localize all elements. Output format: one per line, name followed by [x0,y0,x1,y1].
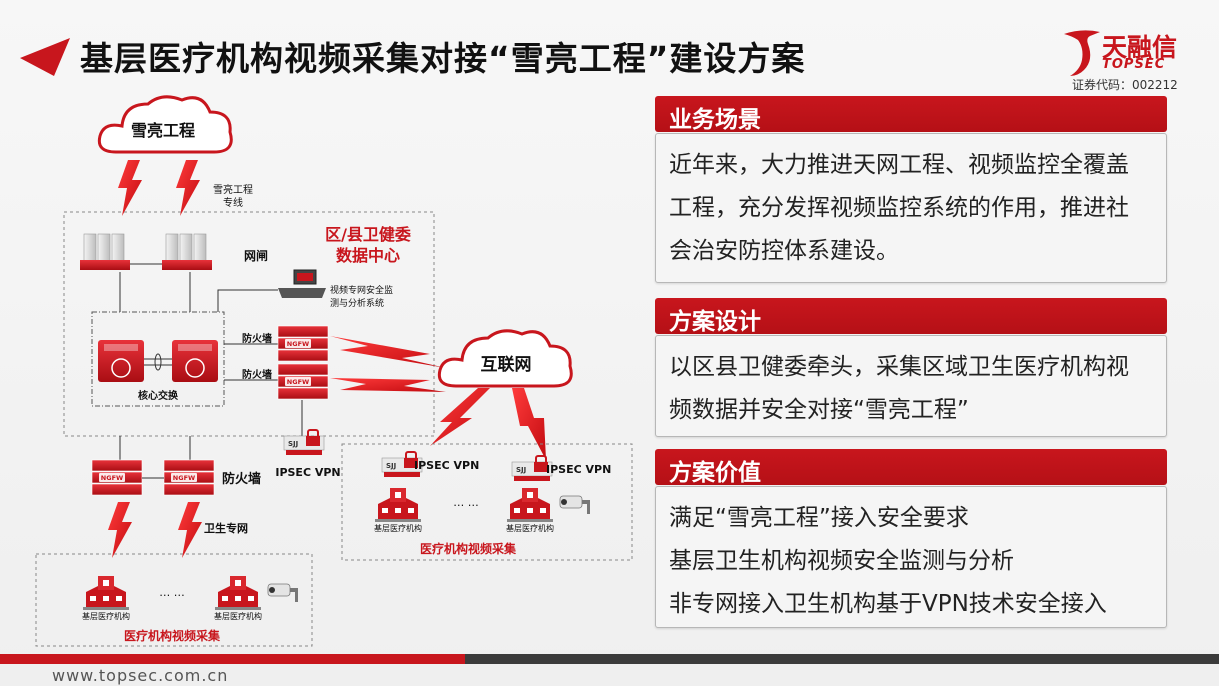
firewall-icon [163,459,215,496]
hospital-building-icon [83,576,129,610]
dedicated-line-label: 专线 [223,196,243,209]
firewall-b-label: 防火墙 [242,368,272,381]
firewall-icon [277,325,329,362]
sjj-label: SJJ [288,440,298,448]
cloud-internet: 互联网 [437,329,573,388]
sjj-label: SJJ [516,466,526,474]
firewall-icon [91,459,143,496]
local-facilities-boundary [35,553,313,647]
internet-label: 互联网 [481,355,532,375]
monitor-system-label: 测与分析系统 [330,297,384,309]
footer-bar-red [0,654,465,664]
video-collection-left-label: 医疗机构视频采集 [124,628,221,643]
section-line: 频数据并安全对接“雪亮工程” [669,397,969,423]
footer-url: www.topsec.com.cn [52,666,229,685]
facility-label: 基层医疗机构 [374,523,422,533]
lightning-bolt-icon [330,378,446,392]
cloud-xueliang: 雪亮工程 [97,95,233,154]
lightning-bolt-icon [178,502,202,558]
section-line: 非专网接入卫生机构基于VPN技术安全接入 [669,591,1107,617]
section-line: 以区县卫健委牵头，采集区域卫生医疗机构视 [669,354,1129,380]
section-body-scenario: 近年来，大力推进天网工程、视频监控全覆盖 工程，充分发挥视频监控系统的作用，推进… [655,133,1167,283]
page-title: 基层医疗机构视频采集对接“雪亮工程”建设方案 [80,39,806,78]
section-line: 工程，充分发挥视频监控系统的作用，推进社 [669,195,1129,221]
facility-label: 基层医疗机构 [506,523,554,533]
section-title: 方案设计 [669,309,761,335]
ellipsis: … … [453,496,479,509]
lightning-bolt-icon [108,502,132,558]
hospital-building-icon [215,576,261,610]
firewall-bottom-label: 防火墙 [222,471,261,487]
data-center-label: 区/县卫健委 [325,225,412,244]
remote-facilities-boundary [341,443,633,561]
dedicated-line-label: 雪亮工程 [213,183,253,196]
lightning-bolt-icon [430,388,490,446]
lightning-bolt-icon [330,336,446,368]
core-switch-boundary [91,311,225,407]
camera-icon [559,495,591,515]
core-switch-label: 核心交换 [138,389,179,402]
section-line: 基层卫生机构视频安全监测与分析 [669,548,1014,574]
ipsec-vpn-1-label: IPSEC VPN [414,459,479,472]
camera-icon [267,583,299,603]
sjj-label: SJJ [386,462,396,470]
health-net-label: 卫生专网 [204,521,248,535]
topsec-logo-icon [1064,30,1100,76]
gatekeeper-icon [161,233,213,271]
gatekeeper-label: 网闸 [244,248,268,263]
ipsec-vpn-2-label: IPSEC VPN [546,463,611,476]
lightning-bolt-icon [512,388,546,460]
title-arrow-icon [20,38,70,76]
lightning-bolt-icon [176,160,200,216]
firewall-icon [277,363,329,400]
data-center-boundary [63,211,435,437]
section-header-scenario: 业务场景 [655,96,1167,133]
section-body-value: 满足“雪亮工程”接入安全要求 基层卫生机构视频安全监测与分析 非专网接入卫生机构… [655,486,1167,628]
hospital-building-icon [375,488,421,522]
section-title: 方案价值 [669,460,761,486]
section-line: 满足“雪亮工程”接入安全要求 [669,505,969,531]
logo-en: TOPSEC [1102,57,1166,72]
firewall-a-label: 防火墙 [242,332,272,345]
section-body-design: 以区县卫健委牵头，采集区域卫生医疗机构视 频数据并安全对接“雪亮工程” [655,335,1167,437]
gatekeeper-icon [79,233,131,271]
section-line: 近年来，大力推进天网工程、视频监控全覆盖 [669,152,1129,178]
hospital-building-icon [507,488,553,522]
core-switch-icon [98,340,218,382]
section-header-value: 方案价值 [655,449,1167,486]
video-collection-right-label: 医疗机构视频采集 [420,541,517,556]
stock-code: 证券代码：002212 [1072,78,1178,92]
logo-name: 天融信 [1102,33,1178,62]
ellipsis: … … [159,586,185,599]
cloud-xueliang-label: 雪亮工程 [131,121,195,140]
monitor-system-icon [278,269,326,298]
network-diagram: NGFW [35,95,633,647]
lightning-bolt-icon [118,160,142,216]
section-title: 业务场景 [669,107,761,133]
section-header-design: 方案设计 [655,298,1167,335]
section-line: 会治安防控体系建设。 [669,238,899,264]
facility-label: 基层医疗机构 [82,611,130,621]
ipsec-vpn-dc-label: IPSEC VPN [275,466,340,479]
monitor-system-label: 视频专网安全监 [330,284,393,296]
data-center-label: 数据中心 [336,246,400,265]
footer-bar-dark [465,654,1219,664]
facility-label: 基层医疗机构 [214,611,262,621]
